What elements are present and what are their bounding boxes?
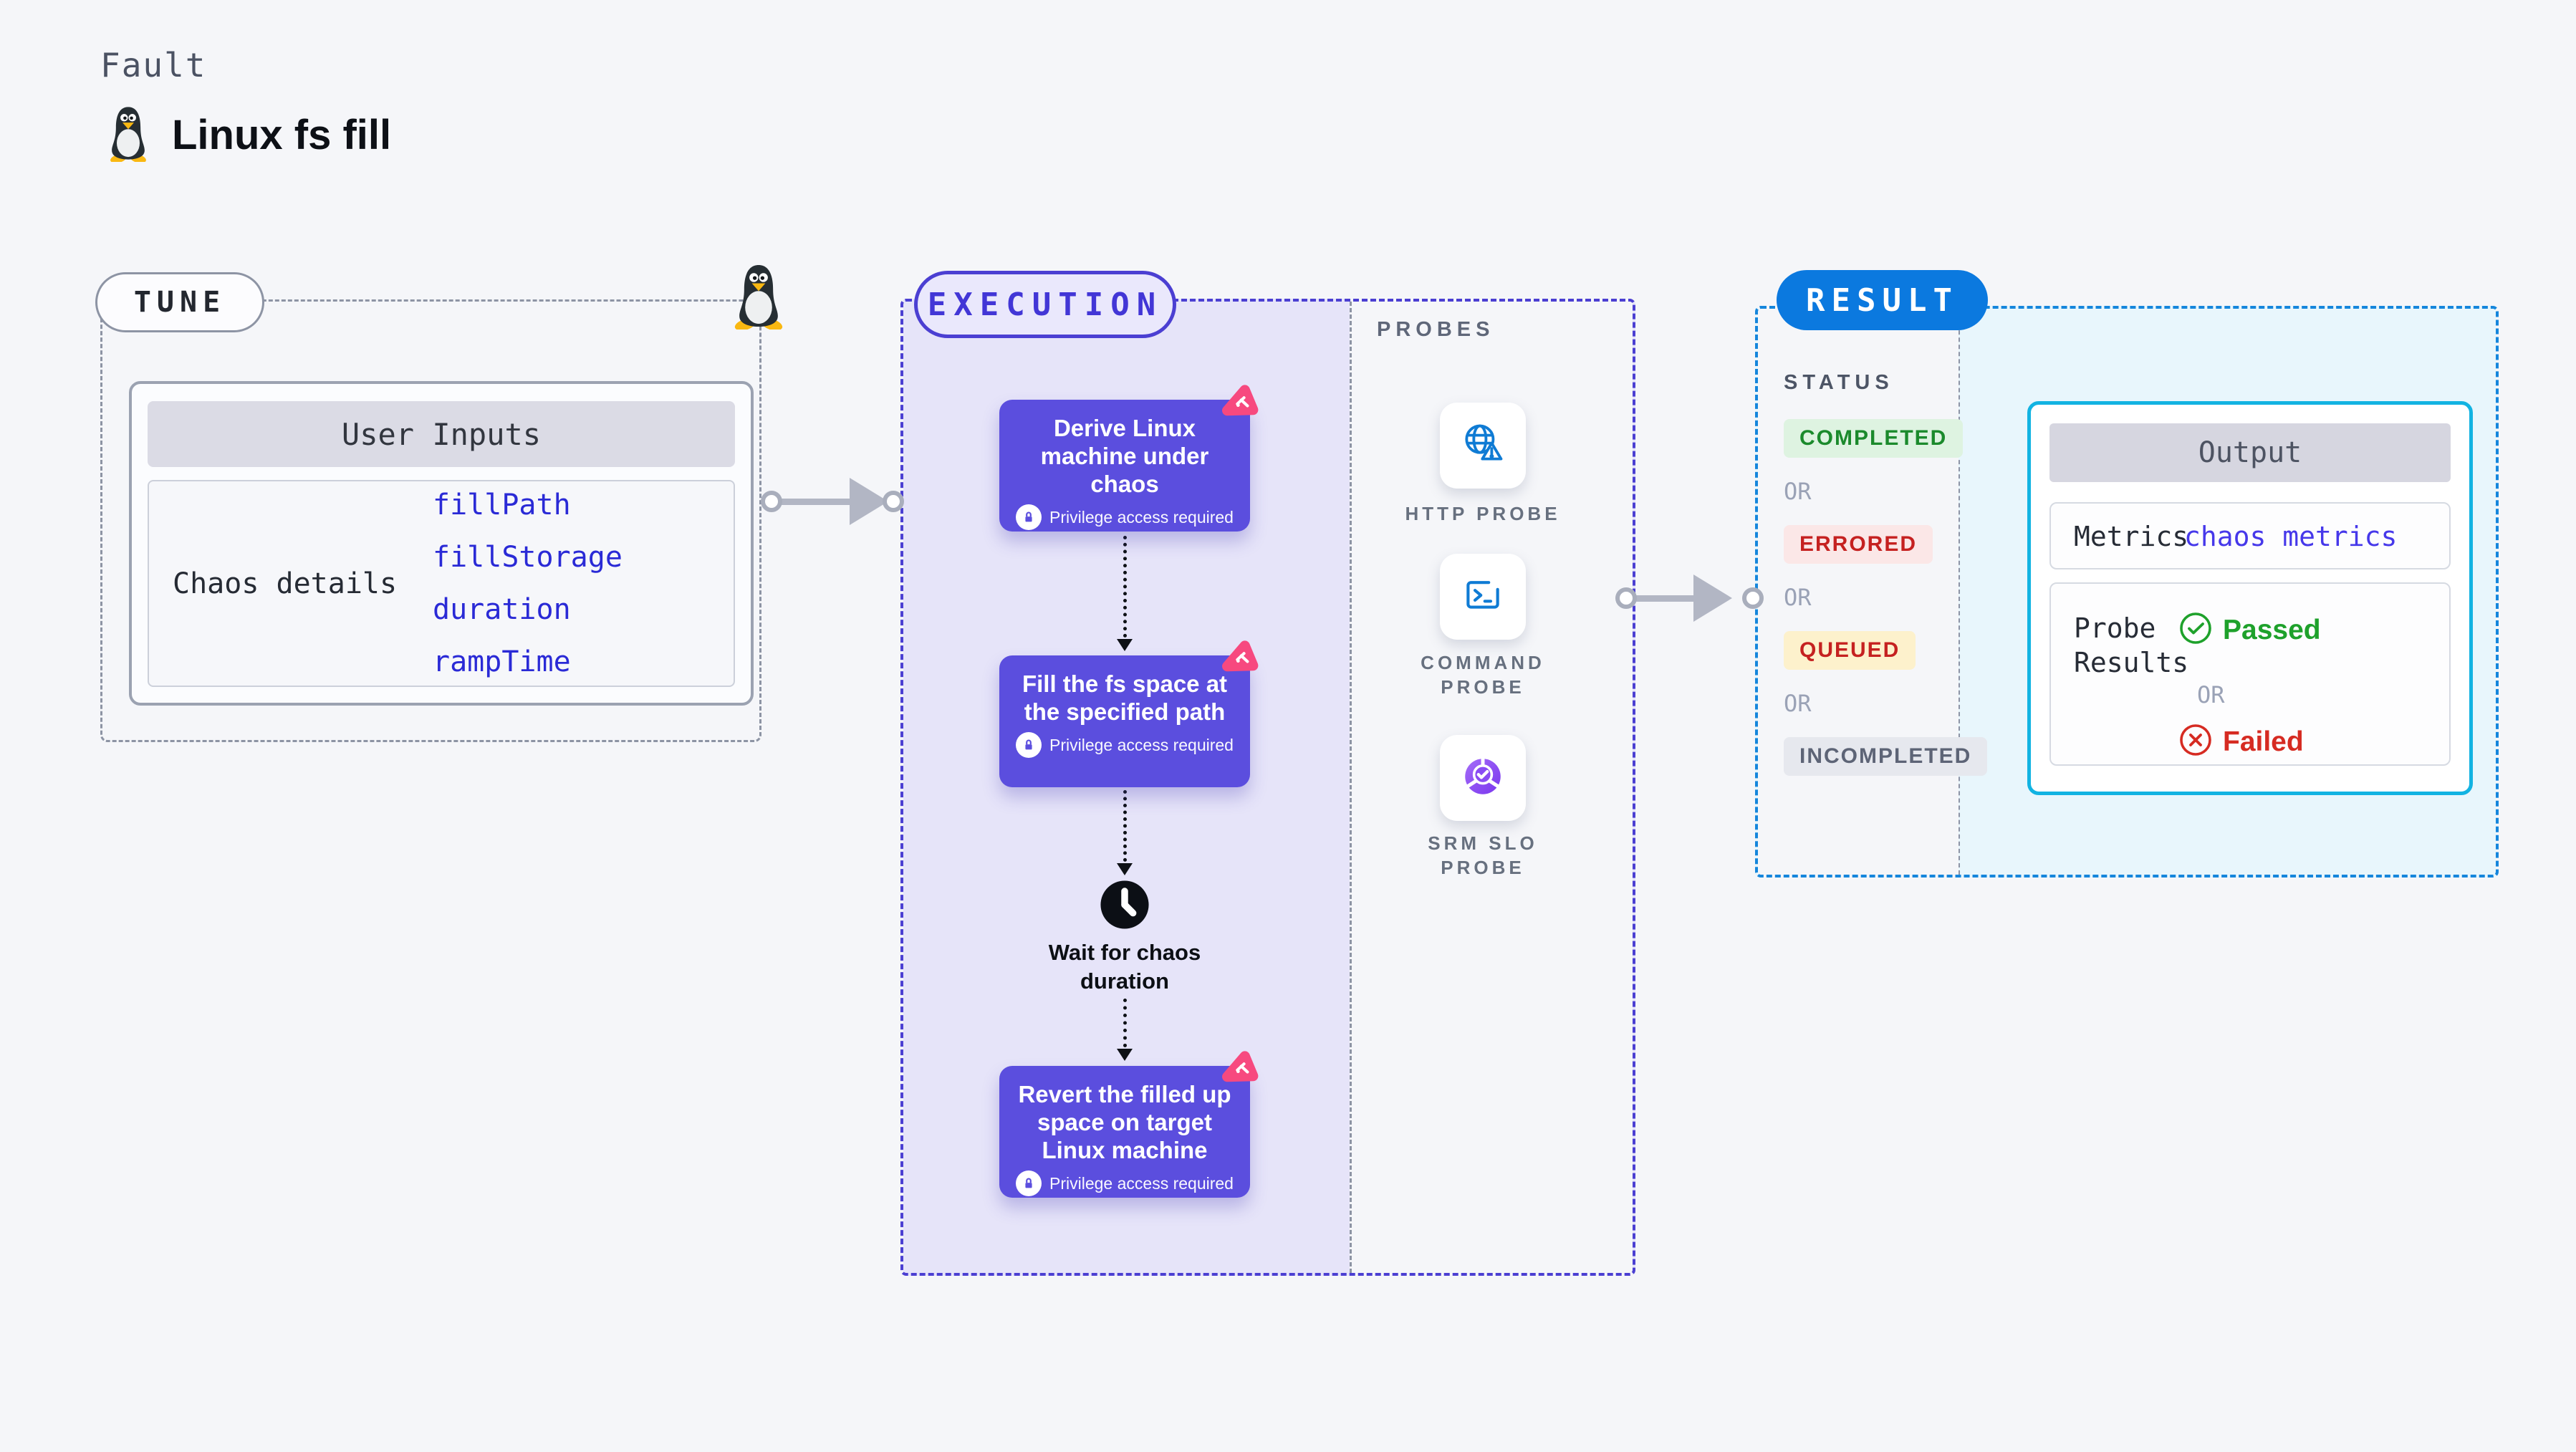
tux-penguin-icon: [103, 105, 153, 165]
chaos-pink-icon: [1216, 379, 1264, 428]
output-header: Output: [2049, 423, 2451, 482]
connector-end-dot: [883, 491, 904, 512]
output-box: Output Metrics chaos metrics Probe Resul…: [2027, 401, 2473, 795]
failed-row: Failed: [2178, 723, 2304, 761]
step-title: Derive Linux machine under chaos: [1040, 415, 1209, 497]
terminal-icon: [1459, 572, 1506, 622]
privilege-badge-label: Privilege access required: [1049, 1173, 1234, 1193]
status-or: OR: [1784, 690, 1812, 717]
tune-group: [100, 299, 761, 742]
step-title: Fill the fs space at the specified path: [1022, 670, 1228, 725]
probes-divider: [1350, 302, 1352, 1273]
privilege-badge: Privilege access required: [999, 1170, 1250, 1196]
user-inputs-header: User Inputs: [148, 401, 735, 467]
param-fillstorage: fillStorage: [433, 541, 623, 574]
step-card-revert: Revert the filled up space on target Lin…: [999, 1066, 1250, 1198]
chaos-pink-icon: [1216, 635, 1264, 683]
tune-pill: TUNE: [95, 272, 264, 332]
probe-or: OR: [2197, 681, 2225, 708]
privilege-badge-label: Privilege access required: [1049, 735, 1234, 754]
probe-results-label: Probe Results: [2074, 612, 2189, 678]
chaos-pink-icon: [1216, 1045, 1264, 1094]
connector-start-dot: [761, 491, 782, 512]
fault-kicker: Fault: [100, 46, 207, 85]
step-title: Revert the filled up space on target Lin…: [1018, 1081, 1231, 1163]
probe-label-http: HTTP PROBE: [1405, 503, 1561, 524]
flow-dotted-line: [1123, 790, 1127, 862]
connector-arrowhead-icon: [850, 478, 888, 525]
step-card-fill: Fill the fs space at the specified path …: [999, 655, 1250, 787]
failed-label: Failed: [2223, 726, 2304, 757]
flow-dotted-line: [1123, 536, 1127, 638]
probe-label-srm-slo: SRM SLO PROBE: [1428, 832, 1538, 878]
privilege-badge: Privilege access required: [999, 504, 1250, 530]
probe-card-srm-slo: [1440, 735, 1526, 821]
result-divider: [1959, 309, 1960, 875]
chaos-details-label: Chaos details: [173, 567, 398, 600]
probe-card-http: [1440, 403, 1526, 489]
user-inputs-card: User Inputs Chaos details fillPath fillS…: [129, 381, 754, 706]
flow-arrow-icon: [1117, 863, 1133, 875]
probe-results-row: Probe Results Passed OR F: [2049, 582, 2451, 766]
privilege-badge: Privilege access required: [999, 732, 1250, 758]
metrics-row: Metrics chaos metrics: [2049, 502, 2451, 569]
connector-start-dot: [1615, 587, 1637, 609]
probe-label-command: COMMAND PROBE: [1421, 652, 1545, 698]
param-duration: duration: [433, 593, 571, 626]
status-or: OR: [1784, 478, 1812, 505]
privilege-badge-label: Privilege access required: [1049, 507, 1234, 527]
probes-label: PROBES: [1377, 318, 1495, 341]
probe-card-command: [1440, 554, 1526, 640]
page-title-row: Linux fs fill: [103, 105, 391, 165]
status-badge-completed: COMPLETED: [1784, 419, 1964, 458]
lock-icon: [1016, 504, 1042, 530]
status-label: STATUS: [1784, 371, 1894, 394]
connector-arrowhead-icon: [1693, 574, 1732, 622]
check-circle-icon: [2178, 611, 2213, 649]
globe-alert-icon: [1459, 420, 1506, 471]
execution-pill: EXECUTION: [914, 271, 1176, 338]
step-card-derive: Derive Linux machine under chaos Privile…: [999, 400, 1250, 532]
flow-arrow-icon: [1117, 1049, 1133, 1061]
clock-icon: [1100, 880, 1150, 933]
param-ramptime: rampTime: [433, 645, 571, 678]
passed-row: Passed: [2178, 611, 2321, 649]
connector-line: [779, 499, 854, 505]
status-badge-queued: QUEUED: [1784, 631, 1916, 670]
flow-dotted-line: [1123, 999, 1127, 1047]
status-badge-incompleted: INCOMPLETED: [1784, 737, 1988, 776]
chaos-params-list: fillPath fillStorage duration rampTime: [433, 489, 623, 678]
status-badge-errored: ERRORED: [1784, 525, 1933, 564]
status-or: OR: [1784, 584, 1812, 611]
lock-icon: [1016, 1170, 1042, 1196]
page-title: Linux fs fill: [172, 112, 392, 158]
metrics-label: Metrics: [2074, 521, 2189, 552]
passed-label: Passed: [2223, 614, 2321, 645]
tux-penguin-icon-small: [729, 262, 788, 333]
x-circle-icon: [2178, 723, 2213, 761]
status-list: COMPLETED OR ERRORED OR QUEUED OR INCOMP…: [1784, 419, 1988, 776]
result-pill: RESULT: [1777, 270, 1988, 330]
connector-end-dot: [1742, 587, 1764, 609]
connector-line: [1633, 595, 1698, 602]
flow-arrow-icon: [1117, 639, 1133, 651]
wait-step-label: Wait for chaos duration: [1048, 940, 1201, 994]
param-fillpath: fillPath: [433, 489, 571, 521]
lock-icon: [1016, 732, 1042, 758]
user-inputs-body: Chaos details fillPath fillStorage durat…: [148, 480, 735, 687]
slo-donut-check-icon: [1459, 753, 1506, 804]
metrics-value-link[interactable]: chaos metrics: [2184, 521, 2398, 552]
